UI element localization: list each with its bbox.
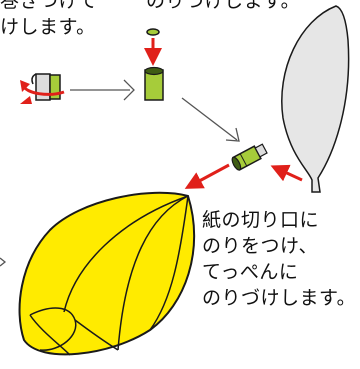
rotate-arrow-icon (20, 80, 65, 104)
caption-line: のりをつけ、 (202, 235, 319, 257)
caption-line: けします。 (0, 16, 96, 38)
yellow-balloon (18, 191, 196, 356)
glue-stick-tilted-icon (231, 143, 268, 171)
flow-arrow-left (0, 257, 7, 267)
caption-line: 巻きつけて (0, 0, 98, 12)
red-arrow-to-stick (270, 164, 303, 182)
caption-line: のりづけします。 (202, 287, 357, 309)
top-left-caption: 巻きつけて けします。 (0, 0, 98, 40)
bottom-caption: 紙の切り口に のりをつけ、 てっぺんに のりづけします。 (202, 207, 356, 311)
flow-arrow-1 (70, 79, 135, 101)
top-right-caption: のりづけします。 (146, 0, 300, 14)
caption-line: てっぺんに (202, 261, 299, 283)
caption-line: のりづけします。 (146, 0, 301, 12)
flow-arrow-2 (181, 97, 240, 142)
paper-roll-icon (31, 73, 61, 101)
paper-leaf-panel (281, 5, 350, 193)
glue-stick-upright-icon (144, 28, 164, 101)
red-arrow-to-balloon (184, 163, 230, 189)
caption-line: 紙の切り口に (202, 209, 320, 231)
